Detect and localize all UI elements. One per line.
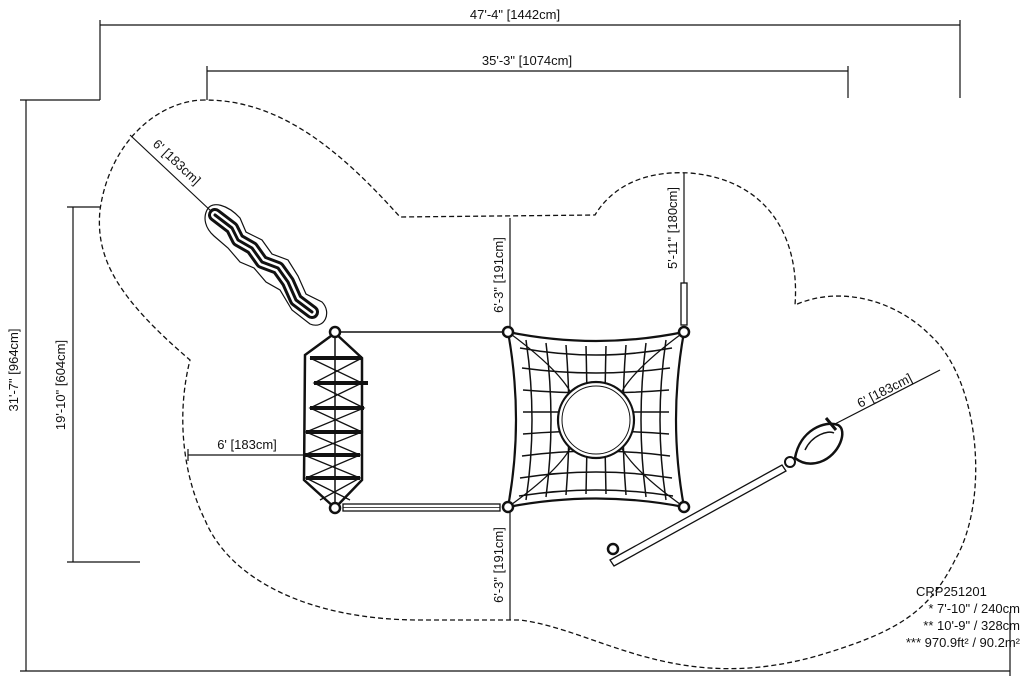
right-top-clearance-label: 5'-11" [180cm] [665,187,680,269]
small-post-right-top [680,282,688,326]
legend-height-2: ** 10'-9" / 328cm [923,618,1020,633]
overall-width-label: 47'-4" [1442cm] [470,7,560,22]
climbing-ladder-structure [302,331,368,509]
slide-clearance-line [129,134,213,213]
post-net-bottom-right [677,500,691,514]
rope-net [506,330,686,509]
overall-height-label: 31'-7" [964cm] [6,329,21,412]
pole-clearance-label: 6' [183cm] [855,370,915,410]
inner-width-label: 35'-3" [1074cm] [482,53,572,68]
post-bottom-left-ladder [328,501,342,515]
post-net-top-left [501,325,515,339]
left-clearance-label: 6' [183cm] [217,437,277,452]
wavy-slide [204,204,328,326]
legend-height: * 7'-10" / 240cm [928,601,1020,616]
bottom-clearance-label: 6'-3" [191cm] [491,527,506,603]
overall-width-dimension [99,20,961,100]
top-clearance-label: 6'-3" [191cm] [491,237,506,313]
bottom-connecting-beam [342,503,501,512]
post-net-top-right [677,325,691,339]
inner-width-dimension [206,66,849,100]
spinner-pole [606,417,844,567]
post-top-left-ladder [328,325,342,339]
legend-area: *** 970.9ft² / 90.2m² [905,635,1020,650]
post-net-bottom-left [501,500,515,514]
inner-height-dimension [67,206,140,563]
pole-clearance-line [832,369,941,426]
spec-legend: CRP251201 * 7'-10" / 240cm ** 10'-9" / 3… [880,583,1020,651]
inner-height-label: 19'-10" [604cm] [53,340,68,430]
overall-height-dimension [20,99,1011,676]
safety-zone-outline [98,99,977,670]
model-number: CRP251201 [916,584,987,599]
posts [328,325,691,515]
